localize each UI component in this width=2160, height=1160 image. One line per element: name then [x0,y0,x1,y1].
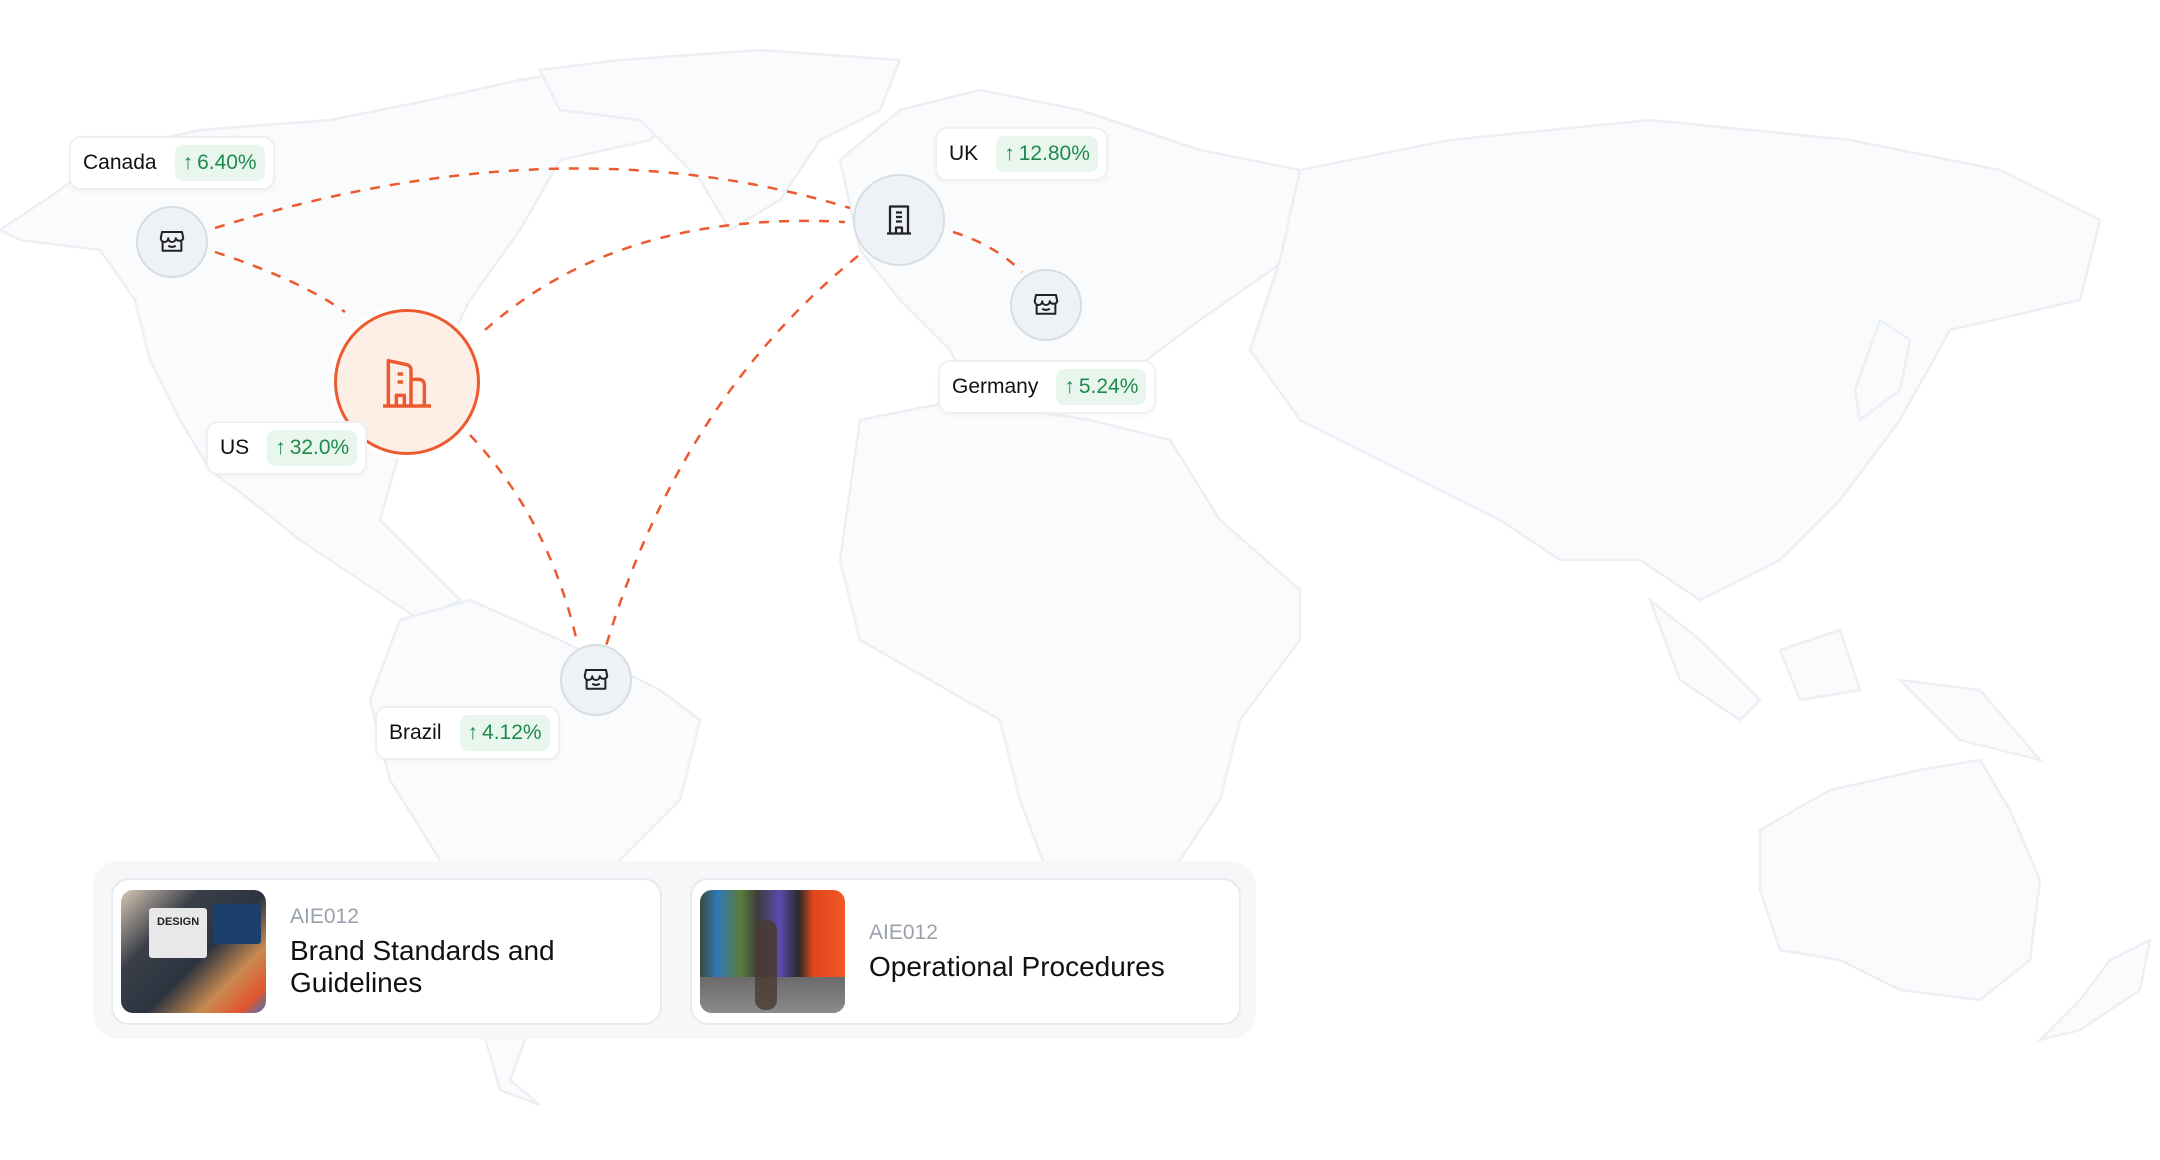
store-node-brazil[interactable] [560,644,632,716]
store-node-germany[interactable] [1010,269,1082,341]
location-label-canada: Canada ↑6.40% [69,136,275,190]
arrow-up-icon: ↑ [1064,375,1075,398]
location-name: US [220,436,250,459]
building-icon [383,358,431,408]
route-us-uk [484,219,846,331]
document-card-operational-procedures[interactable]: AIE012 Operational Procedures [690,878,1241,1025]
growth-badge: ↑4.12% [459,715,550,751]
arrow-up-icon: ↑ [182,151,194,174]
growth-value: 12.80% [1018,142,1090,165]
growth-badge: ↑12.80% [996,136,1098,172]
route-uk-germany [952,230,1023,273]
location-label-germany: Germany ↑5.24% [938,360,1157,414]
route-canada-us [214,250,346,314]
document-title: Operational Procedures [869,950,1165,982]
japan-shape [1853,318,1912,423]
greenland-shape [538,48,902,232]
arrow-up-icon: ↑ [275,436,286,459]
location-label-brazil: Brazil ↑4.12% [375,706,560,760]
store-icon [583,669,609,690]
arrow-up-icon: ↑ [467,721,479,744]
location-name: Brazil [389,721,442,744]
indonesia-shape [1647,596,2044,763]
route-us-brazil [469,434,580,647]
office-building-icon [887,205,911,235]
route-uk-brazil [604,255,859,647]
office-booths-photo [700,890,845,1013]
growth-value: 32.0% [289,436,350,459]
location-name: Canada [83,151,157,174]
growth-badge: ↑6.40% [174,145,265,181]
growth-badge: ↑5.24% [1056,369,1147,405]
location-label-uk: UK ↑12.80% [935,127,1108,181]
location-name: UK [949,142,979,165]
growth-value: 4.12% [482,721,542,744]
document-code: AIE012 [869,920,938,944]
design-screen-graphic: DESIGN [157,916,200,928]
location-name: Germany [952,375,1039,398]
australia-shape [1758,758,2042,1002]
office-node-uk[interactable] [853,174,945,266]
growth-value: 5.24% [1078,375,1139,398]
document-card-brand-standards[interactable]: DESIGN AIE012 Brand Standards and Guidel… [111,878,662,1025]
design-workspace-photo: DESIGN [121,890,266,1013]
store-icon [159,231,185,252]
growth-badge: ↑32.0% [267,430,358,466]
connection-lines [214,167,1023,647]
asia-shape [1248,118,2102,602]
new-zealand-shape [2035,937,2152,1043]
location-label-us: US ↑32.0% [206,421,368,475]
document-title: Brand Standards and Guidelines [290,934,555,998]
store-node-canada[interactable] [136,206,208,278]
document-code: AIE012 [290,904,359,928]
store-icon [1033,294,1059,315]
arrow-up-icon: ↑ [1004,142,1015,165]
africa-shape [838,398,1302,902]
growth-value: 6.40% [197,151,257,174]
